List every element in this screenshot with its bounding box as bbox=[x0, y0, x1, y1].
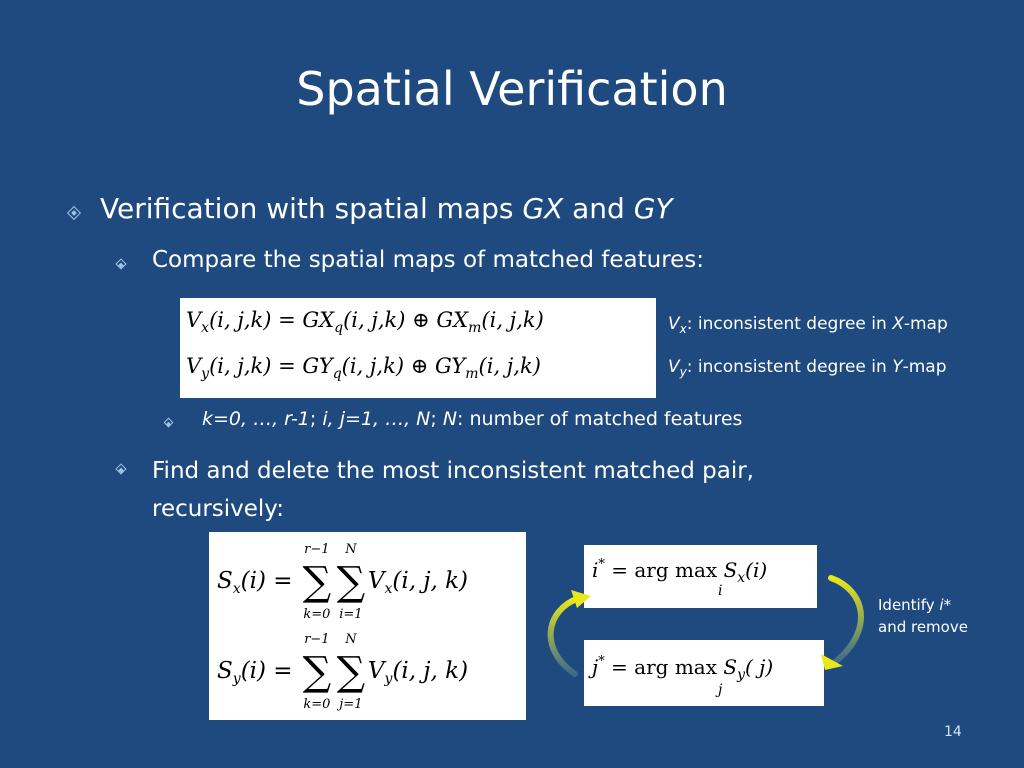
bullet-text: k=0, …, r-1; i, j=1, …, N; N: number of … bbox=[202, 408, 743, 430]
equation-jstar: j* = arg max Sy( j) bbox=[592, 654, 774, 683]
equation-box-v: Vx(i, j,k) = GXq(i, j,k) ⊕ GXm(i, j,k) V… bbox=[180, 298, 656, 398]
arrow-right-head bbox=[821, 654, 843, 670]
bullet-text: Verification with spatial maps GX and GY bbox=[100, 192, 673, 225]
sum-symbol: N∑j=1 bbox=[336, 632, 366, 712]
equation-vx: Vx(i, j,k) = GXq(i, j,k) ⊕ GXm(i, j,k) bbox=[186, 308, 544, 336]
argmax-under-i: i bbox=[718, 583, 723, 599]
diamond-bullet-icon bbox=[115, 258, 127, 270]
equation-box-jstar: j* = arg max Sy( j) j bbox=[584, 640, 824, 706]
side-note-identify: Identify i*and remove bbox=[878, 596, 968, 636]
sum-symbol: N∑i=1 bbox=[336, 542, 366, 622]
sum-symbol: r−1∑k=0 bbox=[302, 542, 332, 622]
arrow-left-curve bbox=[547, 595, 582, 677]
note-vy: Vy: inconsistent degree in Y-map bbox=[668, 357, 947, 379]
bullet-level1: Verification with spatial maps GX and GY bbox=[64, 192, 673, 225]
equation-istar: i* = arg max Sx(i) bbox=[592, 557, 768, 586]
argmax-under-j: j bbox=[718, 682, 723, 698]
slide-title: Spatial Verification bbox=[296, 62, 728, 116]
diamond-bullet-icon bbox=[115, 463, 127, 475]
bullet-level2: Compare the spatial maps of matched feat… bbox=[115, 247, 705, 273]
equation-vy: Vy(i, j,k) = GYq(i, j,k) ⊕ GYm(i, j,k) bbox=[186, 354, 541, 382]
bullet-text: Compare the spatial maps of matched feat… bbox=[152, 247, 705, 273]
sum-symbol: r−1∑k=0 bbox=[302, 632, 332, 712]
arrow-left-head bbox=[571, 590, 591, 608]
bullet-level2: Find and delete the most inconsistent ma… bbox=[115, 452, 754, 528]
note-vx: Vx: inconsistent degree in X-map bbox=[668, 314, 948, 336]
diamond-bullet-icon bbox=[66, 205, 82, 221]
bullet-text: Find and delete the most inconsistent ma… bbox=[152, 458, 754, 522]
bullet-level3: k=0, …, r-1; i, j=1, …, N; N: number of … bbox=[163, 408, 743, 430]
equation-box-istar: i* = arg max Sx(i) i bbox=[584, 545, 817, 608]
diamond-bullet-icon bbox=[163, 417, 174, 428]
page-number: 14 bbox=[944, 724, 962, 740]
cycle-arrows bbox=[547, 575, 864, 677]
arrow-right-curve bbox=[828, 575, 864, 665]
